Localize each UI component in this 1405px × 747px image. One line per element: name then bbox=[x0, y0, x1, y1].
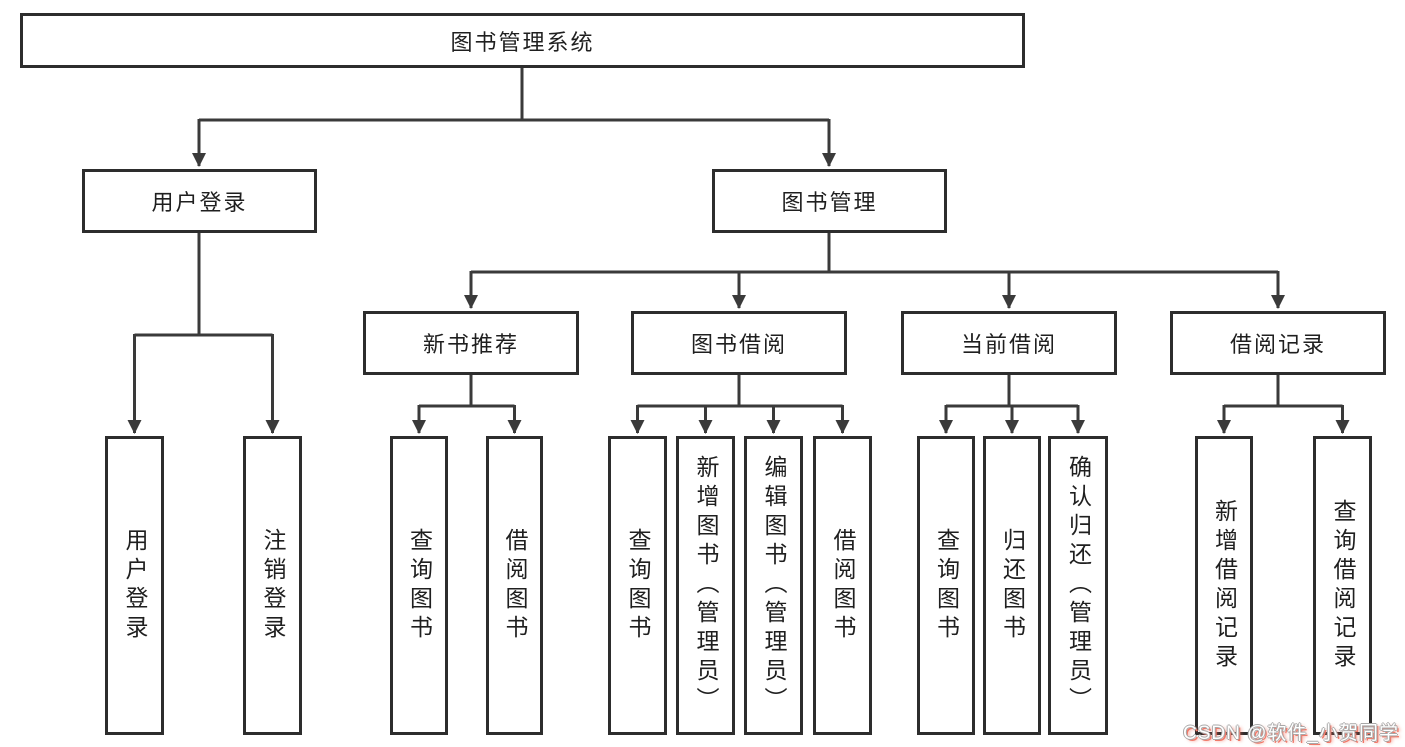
leaf-logout: 注销登录 bbox=[243, 436, 302, 735]
leaf-user-login: 用户登录 bbox=[105, 436, 164, 735]
leaf-borrow-books-recommend: 借阅图书 bbox=[486, 436, 543, 735]
node-user-login: 用户登录 bbox=[82, 169, 317, 233]
leaf-borrow-books-borrowing: 借阅图书 bbox=[813, 436, 872, 735]
csdn-watermark: CSDN @软件_小贺同学 bbox=[1183, 723, 1399, 744]
node-borrowing-records: 借阅记录 bbox=[1170, 311, 1386, 375]
leaf-add-book-admin: 新增图书（管理员） bbox=[676, 436, 735, 735]
leaf-return-books: 归还图书 bbox=[983, 436, 1041, 735]
leaf-confirm-return-admin: 确认归还（管理员） bbox=[1048, 436, 1108, 735]
node-library-management-system: 图书管理系统 bbox=[20, 13, 1025, 68]
leaf-query-books-recommend: 查询图书 bbox=[390, 436, 448, 735]
node-book-management: 图书管理 bbox=[712, 169, 947, 233]
leaf-query-books-borrowing: 查询图书 bbox=[608, 436, 667, 735]
leaf-edit-book-admin: 编辑图书（管理员） bbox=[744, 436, 803, 735]
node-book-borrowing: 图书借阅 bbox=[631, 311, 847, 375]
leaf-query-books-current: 查询图书 bbox=[917, 436, 975, 735]
node-current-borrowing: 当前借阅 bbox=[901, 311, 1117, 375]
leaf-add-borrow-record: 新增借阅记录 bbox=[1195, 436, 1253, 735]
node-new-book-recommendation: 新书推荐 bbox=[363, 311, 579, 375]
leaf-query-borrow-record: 查询借阅记录 bbox=[1313, 436, 1372, 735]
